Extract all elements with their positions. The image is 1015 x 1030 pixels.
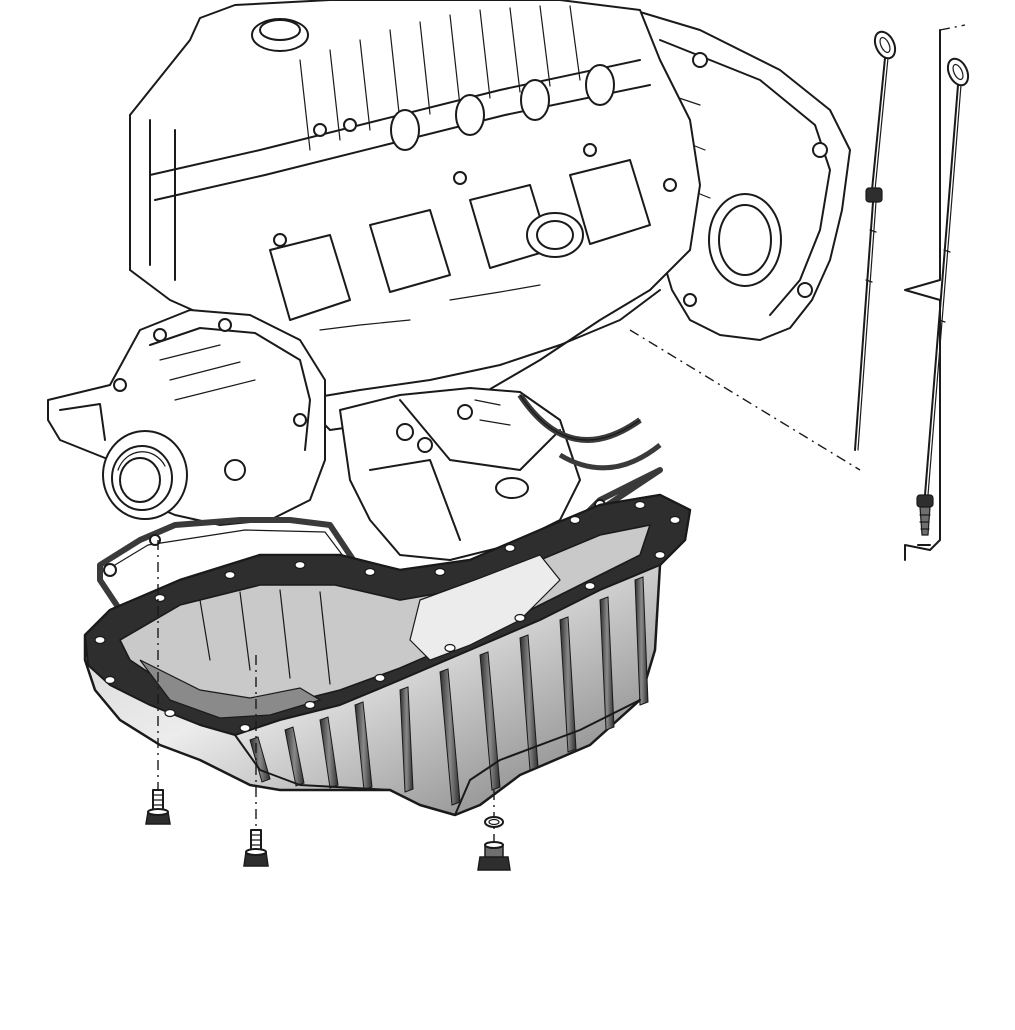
oil-pan-flange-holes (94, 500, 681, 733)
oil-pan-flange-hole (304, 700, 316, 710)
oil-pan-flange-hole (104, 675, 116, 685)
oil-pan (83, 493, 692, 817)
oil-pan-rib (599, 596, 615, 731)
oil-pan-flange-hole (654, 550, 666, 560)
engine-block (129, 0, 701, 431)
oil-pan-flange-hole (154, 593, 166, 603)
oil-pan-flange-hole (434, 567, 446, 577)
crankshaft-seal (102, 430, 188, 520)
oil-pan-flange-hole (584, 581, 596, 591)
oil-pan-rib (354, 701, 373, 791)
oil-pan-rib (319, 716, 339, 789)
oil-pan-ribs (249, 576, 649, 806)
dipstick-leader-lines (629, 24, 966, 561)
drain-plug-washer (484, 790, 504, 845)
oil-pan-flange-hole (239, 723, 251, 733)
oil-pan-rib (399, 686, 414, 793)
timing-cover (47, 309, 326, 526)
pan-bolt (243, 655, 269, 867)
dipstick (854, 30, 897, 451)
oil-pan-flange-hole (634, 500, 646, 510)
oil-pan-flange-hole (294, 560, 306, 570)
oil-pan-flange-hole (374, 673, 386, 683)
oil-pan-flange-hole (364, 567, 376, 577)
oil-pan-flange-hole (224, 570, 236, 580)
engine-mount-bracket (339, 387, 581, 561)
oil-pan-rib (559, 616, 577, 753)
oil-pan-rib (634, 576, 649, 706)
oil-pan-rib (519, 634, 539, 771)
oil-pan-flange-hole (514, 613, 526, 623)
dipstick-alternate (916, 57, 970, 536)
drain-plug (477, 841, 511, 871)
pan-bolt (145, 540, 171, 825)
oil-pan-rib (479, 651, 501, 791)
rear-main-gasket (517, 393, 662, 471)
oil-pan-flange-hole (94, 635, 106, 645)
oil-pan-flange-hole (164, 708, 176, 718)
flywheel-housing (639, 11, 851, 341)
oil-pan-flange-hole (669, 515, 681, 525)
oil-pan-rib (284, 726, 305, 787)
oil-pan-flange-hole (569, 515, 581, 525)
oil-pan-flange-hole (444, 643, 456, 653)
oil-pan-flange-hole (504, 543, 516, 553)
